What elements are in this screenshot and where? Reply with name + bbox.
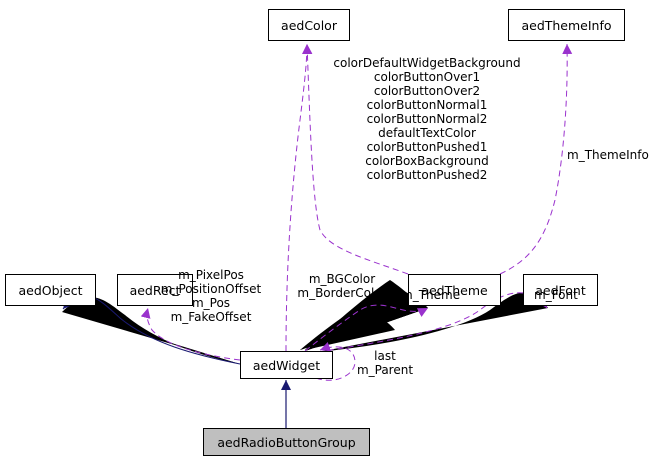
- label-line: colorButtonPushed2: [366, 168, 488, 182]
- label-line: m_Pos: [191, 296, 231, 310]
- label-line: m_BGColor: [308, 272, 376, 286]
- label-line: colorButtonNormal2: [366, 112, 488, 126]
- edge-widget-to-rect: [140, 307, 241, 361]
- label-theme: m_Theme: [401, 288, 461, 302]
- label-line: colorDefaultWidgetBackground: [333, 56, 521, 70]
- label-line: m_BorderColor: [297, 286, 387, 300]
- edge-theme: [305, 294, 428, 351]
- label-widget-colors: m_BGColor m_BorderColor: [290, 272, 394, 300]
- inheritance-edge-object: [62, 297, 240, 364]
- node-aedobject[interactable]: aedObject: [5, 274, 96, 306]
- node-aedrect[interactable]: aedRect: [117, 274, 193, 306]
- edge-theme-to-themeinfo: [499, 43, 573, 275]
- label-line: m_Parent: [356, 363, 414, 377]
- edge-widget-aedtheme-main: [304, 304, 429, 352]
- node-aedtheme[interactable]: aedTheme: [408, 274, 501, 306]
- edge-widget-self-loop: [315, 341, 356, 381]
- node-aedcolor[interactable]: aedColor: [268, 9, 350, 41]
- label-line: last: [374, 349, 396, 363]
- node-aedthemeinfo[interactable]: aedThemeInfo: [508, 9, 625, 41]
- label-theme-colors: colorDefaultWidgetBackground colorButton…: [322, 56, 532, 182]
- label-line: m_PixelPos: [178, 268, 244, 282]
- label-line: defaultTextColor: [378, 126, 476, 140]
- node-aedradiobuttongroup: aedRadioButtonGroup: [203, 428, 370, 456]
- label-line: colorButtonNormal1: [366, 98, 488, 112]
- label-theme-info: m_ThemeInfo: [567, 148, 649, 162]
- label-font: m_Font: [534, 288, 578, 302]
- node-aedwidget[interactable]: aedWidget: [240, 351, 333, 379]
- edge-aedwidget-aedfont: [317, 292, 548, 353]
- label-line: m_PositionOffset: [160, 282, 262, 296]
- label-line: colorBoxBackground: [365, 154, 489, 168]
- label-rect-fields: m_PixelPos m_PositionOffset m_Pos m_Fake…: [152, 268, 270, 324]
- label-line: m_FakeOffset: [170, 310, 252, 324]
- label-line: colorButtonOver1: [373, 70, 481, 84]
- edge-widget-to-color: [285, 43, 312, 352]
- edge-theme-to-color: [302, 43, 409, 275]
- label-line: colorButtonOver2: [373, 84, 481, 98]
- node-aedfont[interactable]: aedFont: [523, 274, 598, 306]
- label-self: last m_Parent: [350, 349, 420, 377]
- label-line: colorButtonPushed1: [366, 140, 488, 154]
